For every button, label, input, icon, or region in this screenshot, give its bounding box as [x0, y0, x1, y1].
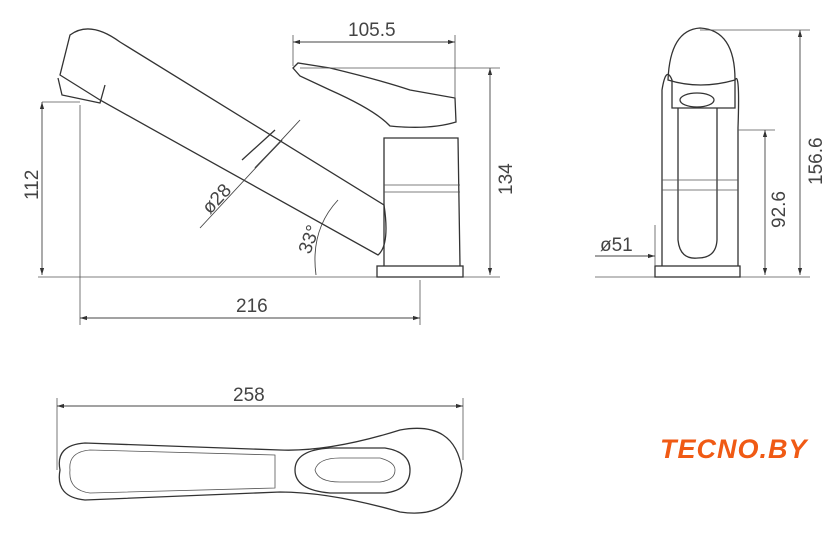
dim-front-total-height: 156.6 — [806, 137, 827, 185]
body — [383, 137, 461, 267]
logo: TECNO.BY — [660, 434, 808, 464]
dim-spout-diameter: ø28 — [198, 180, 236, 218]
dim-total-height: 134 — [496, 163, 517, 195]
lever — [292, 62, 457, 128]
front-view: 156.6 92.6 ø51 — [595, 27, 827, 278]
side-view: 112 134 105.5 216 ø28 33° — [22, 20, 517, 325]
dim-body-height: 92.6 — [769, 191, 790, 228]
dim-reach: 216 — [236, 296, 268, 317]
dim-base-diameter: ø51 — [600, 235, 633, 256]
dim-spout-height: 112 — [22, 170, 43, 200]
top-view: 258 — [56, 385, 464, 514]
dim-total-length: 258 — [233, 385, 265, 406]
base-plate — [376, 265, 464, 278]
dim-lever-length: 105.5 — [348, 20, 396, 41]
spout — [59, 28, 387, 256]
front-lever — [667, 27, 736, 86]
